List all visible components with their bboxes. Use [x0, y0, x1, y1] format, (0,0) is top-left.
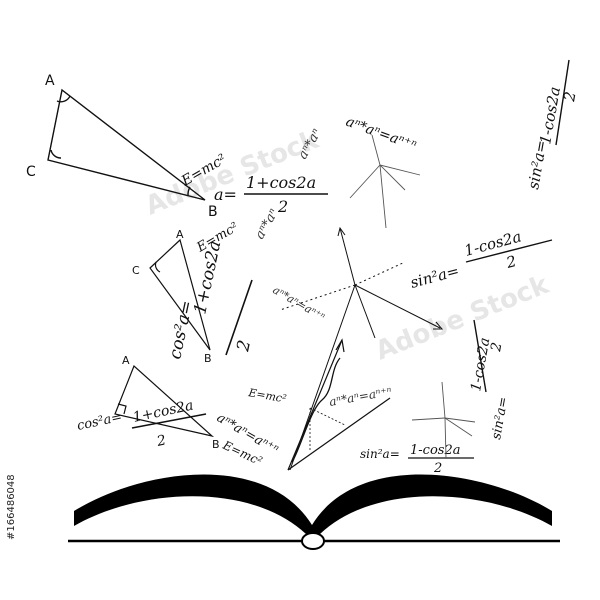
stock-id: #166486048 — [6, 474, 17, 540]
formula-denominator: 2 — [233, 338, 255, 354]
formula-sin: sin²a= — [489, 396, 511, 441]
formula-denominator: 2 — [503, 252, 518, 272]
vertex-b-label: B — [208, 204, 218, 220]
vertex-a-label: A — [45, 73, 55, 89]
book-cover — [74, 474, 552, 534]
formula-denominator: 2 — [560, 90, 580, 104]
fraction-bar — [465, 239, 553, 263]
formula-sin: sin²a= — [524, 139, 550, 191]
graph — [287, 338, 391, 471]
triangle-small — [114, 364, 215, 438]
formula-denominator: 2 — [277, 197, 288, 216]
book-spine — [301, 532, 325, 550]
formula-numerator: 1+cos2a — [246, 173, 316, 192]
formula-power: aⁿ*aⁿ=aⁿ⁺ⁿ — [344, 114, 419, 154]
vertex-b-label: B — [204, 352, 212, 365]
vertex-a-label: A — [176, 228, 184, 241]
axes-small-right — [411, 381, 476, 459]
open-book — [68, 474, 560, 550]
formula-denominator: 2 — [155, 432, 168, 450]
formula-numerator: 1-cos2a — [410, 443, 460, 458]
formula-sin: sin²a= — [408, 262, 461, 292]
fraction-bar — [555, 59, 570, 146]
triangle-middle — [149, 238, 211, 351]
vertex-b-label: B — [212, 438, 220, 451]
vertex-c-label: C — [132, 264, 140, 277]
formula-power: aⁿ*aⁿ=aⁿ⁺ⁿ — [328, 384, 393, 409]
watermark-text: Adobe Stock — [371, 270, 553, 367]
formula-a-eq: a= — [214, 185, 237, 204]
fraction-bar — [131, 413, 207, 429]
formula-denominator: 2 — [488, 341, 505, 354]
vertex-a-label: A — [122, 354, 130, 367]
fraction-bar — [473, 319, 487, 393]
formula-cos: cos²a= — [76, 410, 124, 434]
triangle-large — [47, 88, 206, 201]
formula-emc2: E=mc² — [246, 386, 287, 406]
formula-sin: sin²a= — [360, 447, 400, 461]
formula-numerator: 1+cos2a — [190, 239, 225, 316]
formula-power: aⁿ*aⁿ=aⁿ⁺ⁿ — [271, 283, 328, 323]
axes-small-top — [349, 134, 421, 229]
formula-power: aⁿ*aⁿ — [252, 206, 281, 242]
formula-denominator: 2 — [433, 461, 442, 476]
fraction-bar — [225, 279, 253, 356]
vertex-c-label: C — [26, 164, 36, 180]
